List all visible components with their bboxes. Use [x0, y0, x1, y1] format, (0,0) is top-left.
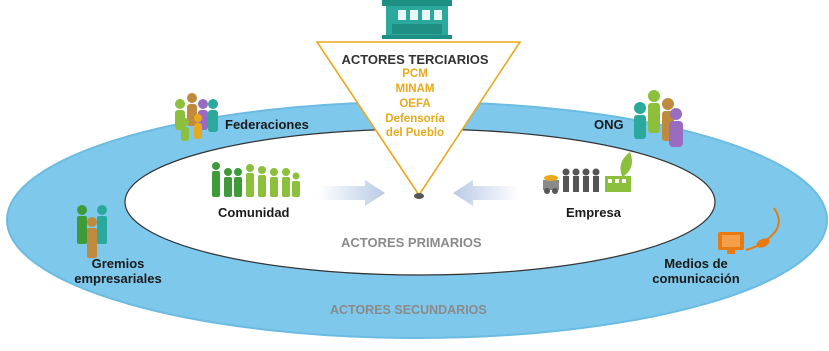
federaciones-label: Federaciones	[225, 117, 309, 132]
medios-label-line-2: comunicación	[652, 271, 740, 286]
medios-label-line-1: Medios de	[664, 256, 728, 271]
center-point	[414, 193, 424, 199]
tertiary-item-oefa: OEFA	[399, 98, 431, 110]
secondary-actors-label: ACTORES SECUNDARIOS	[330, 303, 487, 317]
gremios-label-line-2: empresariales	[74, 271, 162, 286]
ong-people-icon	[634, 90, 683, 147]
tertiary-actors-triangle	[315, 41, 522, 197]
gremios-people-icon	[77, 205, 107, 258]
medios-label: Medios de comunicación	[640, 256, 752, 286]
tertiary-actors-title: ACTORES TERCIARIOS	[341, 52, 489, 67]
medios-media-icon	[718, 207, 780, 254]
gremios-label-line-1: Gremios	[91, 256, 145, 271]
federaciones-people-icon	[175, 93, 218, 141]
building-icon	[382, 0, 452, 39]
empresa-label: Empresa	[566, 205, 621, 220]
tertiary-item-del-pueblo: del Pueblo	[385, 127, 445, 139]
ong-label: ONG	[594, 117, 624, 132]
gremios-label: Gremios empresariales	[62, 256, 174, 286]
primary-actors-label: ACTORES PRIMARIOS	[341, 235, 482, 250]
tertiary-item-pcm: PCM	[402, 68, 428, 80]
comunidad-people-icon	[212, 162, 300, 197]
tertiary-item-minam: MINAM	[395, 83, 435, 95]
comunidad-label: Comunidad	[218, 205, 290, 220]
empresa-industry-icon	[543, 152, 632, 194]
arrow-from-comunidad	[318, 180, 385, 206]
tertiary-item-defensoria: Defensoría	[385, 113, 445, 125]
arrow-from-empresa	[453, 180, 520, 206]
